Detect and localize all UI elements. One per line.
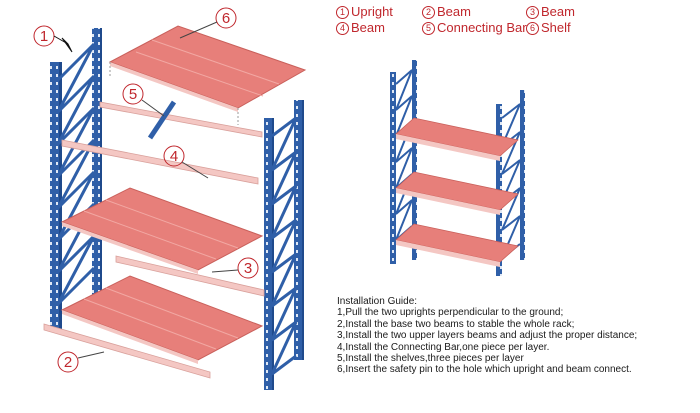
guide-step: 3,Install the two upper layers beams and… xyxy=(337,330,638,342)
assembled-shelf-top xyxy=(395,117,519,161)
callout-3-label: 3 xyxy=(244,260,252,277)
legend-number: 4 xyxy=(336,22,349,35)
callout-6-label: 6 xyxy=(222,10,230,27)
shelf-top xyxy=(108,25,307,125)
legend-label: Beam xyxy=(351,20,385,35)
guide-step: 1,Pull the two uprights perpendicular to… xyxy=(337,307,564,319)
callout-2-label: 2 xyxy=(64,354,72,371)
guide-step: 2,Install the base two beams to stable t… xyxy=(337,318,575,330)
assembled-shelf-middle xyxy=(395,171,519,215)
callout-4-label: 4 xyxy=(170,148,178,165)
beam-4 xyxy=(61,101,263,185)
shelf-bottom xyxy=(60,275,264,364)
upright-right xyxy=(264,100,304,390)
legend-number: 5 xyxy=(422,22,435,35)
callout-2: 2 xyxy=(57,351,105,373)
upright-left-front xyxy=(50,28,102,330)
assembled-shelf-bottom xyxy=(395,223,519,267)
guide-step: 6,Insert the safety pin to the hole whic… xyxy=(337,364,632,376)
guide-step: 4,Install the Connecting Bar,one piece p… xyxy=(337,341,550,353)
legend-number: 1 xyxy=(336,6,349,19)
guide-title: Installation Guide: xyxy=(337,296,418,307)
exploded-rack xyxy=(43,25,307,390)
callout-4: 4 xyxy=(163,145,209,179)
callout-1: 1 xyxy=(33,25,73,53)
legend-label: Shelf xyxy=(541,20,571,35)
callout-5: 5 xyxy=(122,83,165,117)
callout-6: 6 xyxy=(179,7,237,39)
legend-label: Beam xyxy=(541,4,575,19)
installation-guide: Installation Guide: 1,Pull the two uprig… xyxy=(337,296,687,376)
legend-number: 6 xyxy=(526,22,539,35)
legend-label: Upright xyxy=(351,4,393,19)
shelf-middle xyxy=(60,187,264,274)
callouts: 1 6 5 4 3 xyxy=(33,7,259,373)
beam-2 xyxy=(43,323,211,379)
connecting-bar xyxy=(147,100,177,140)
legend-label: Connecting Bar xyxy=(437,20,527,35)
callout-5-label: 5 xyxy=(129,86,137,103)
beam-3 xyxy=(115,255,265,297)
legend-number: 3 xyxy=(526,6,539,19)
legend-number: 2 xyxy=(422,6,435,19)
callout-1-label: 1 xyxy=(40,28,48,45)
assembled-rack xyxy=(390,60,525,276)
callout-3: 3 xyxy=(211,257,259,279)
legend-label: Beam xyxy=(437,4,471,19)
guide-step: 5,Install the shelves,three pieces per l… xyxy=(337,353,524,365)
